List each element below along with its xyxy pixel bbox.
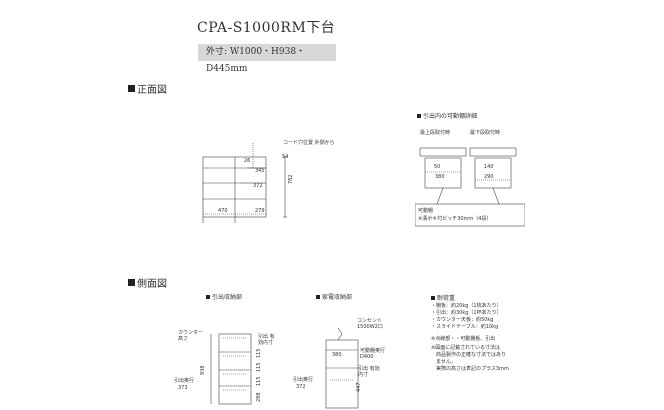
cabinet-outline <box>202 156 267 218</box>
appliance-inner-label: 引出 有効内寸 <box>358 366 380 378</box>
heading-marker-icon <box>417 113 421 118</box>
drawer-storage-heading-text: 引出収納部 <box>212 294 243 301</box>
dim-right-2: 115 <box>256 376 262 386</box>
appliance-side-drawing <box>325 327 359 409</box>
cord-hole-note: コード穴位置 外側から <box>283 140 335 146</box>
dim-447: 447 <box>356 382 362 392</box>
dim-26: 26 <box>244 158 251 164</box>
load-capacity-list: ・棚板：約20kg（1枚あたり） ・引出：約30kg（1杯あたり） ・カウンター… <box>431 303 509 373</box>
drawer-inner-label: 引出 有効内寸 <box>258 334 275 346</box>
dim-470: 470 <box>218 208 228 214</box>
heading-marker-icon <box>128 279 135 286</box>
drawer-pull-depth-label: 引出奥行 <box>174 378 195 384</box>
heading-marker-icon <box>128 85 135 92</box>
spec-line: ・棚板：約20kg（1枚あたり） <box>431 303 502 309</box>
dim-782: 782 <box>288 174 294 184</box>
movable-shelf-note-body: ※溝ボキ付ピッチ30mm（4段） <box>418 216 492 222</box>
heading-marker-icon <box>431 295 435 300</box>
outlet-label: コンセント 1500W2口 <box>357 318 383 330</box>
bottom-install-label: 最下段取付時 <box>470 130 501 136</box>
side-view-heading-text: 側面図 <box>137 279 167 290</box>
appliance-storage-heading-text: 家電収納部 <box>322 294 353 301</box>
shelf-depth-label: 可動棚奥行 <box>360 348 386 354</box>
spec-line: ・カウンター天板：約50kg <box>431 317 494 323</box>
dimensions-label: 外寸: W1000・H938・D445mm <box>198 44 336 74</box>
drawer-storage-heading: 引出収納部 <box>206 292 242 301</box>
dim-380: 380 <box>435 174 445 180</box>
spec-line: 実際の高さは表記のプラス3mm <box>431 366 509 372</box>
dim-380-side: 380 <box>332 352 342 358</box>
drawer-side-drawing <box>210 333 252 405</box>
product-title: CPA-S1000RM下台 <box>197 20 336 36</box>
heading-marker-icon <box>206 294 210 299</box>
spec-line: ※点線部・・可動棚板、引出 <box>431 336 496 342</box>
load-capacity-heading: 耐荷重 <box>431 293 455 302</box>
spec-line: ません。 <box>431 359 456 365</box>
dim-938: 938 <box>200 365 206 375</box>
front-view-heading: 正面図 <box>128 81 167 96</box>
dim-290: 290 <box>484 174 494 180</box>
load-capacity-heading-text: 耐荷重 <box>437 295 456 302</box>
spec-line: ・引出：約30kg（1杯あたり） <box>431 310 502 316</box>
appliance-storage-heading: 家電収納部 <box>316 292 352 301</box>
side-view-heading: 側面図 <box>128 275 167 290</box>
dim-right-1: 115 <box>256 362 262 372</box>
dim-373: 373 <box>178 385 188 391</box>
front-view-drawing <box>202 143 287 223</box>
spec-line: ※図面に記載されている寸法は <box>431 345 501 351</box>
spec-line: 商品製作の正確な寸法ではあり <box>431 352 507 358</box>
shelf-depth-value: D400 <box>360 354 374 360</box>
front-view-heading-text: 正面図 <box>137 85 167 96</box>
heading-marker-icon <box>316 294 320 299</box>
dim-right-3: 288 <box>256 392 262 402</box>
drawer-detail-heading-text: 引出内の可動棚詳細 <box>423 113 478 120</box>
top-install-label: 最上段取付時 <box>420 130 451 136</box>
dim-right-0: 115 <box>256 348 262 358</box>
dim-50: 50 <box>434 164 441 170</box>
dim-372-side: 372 <box>296 384 306 390</box>
dim-54: 54 <box>282 154 289 160</box>
pull-depth-label: 引出奥行 <box>293 377 314 383</box>
dim-140: 140 <box>484 164 494 170</box>
movable-shelf-note-title: 可動棚 <box>418 208 434 214</box>
spec-line: ・スライドテーブル：約10kg <box>431 324 499 330</box>
drawer-detail-heading: 引出内の可動棚詳細 <box>417 111 477 120</box>
dim-345: 345 <box>255 168 265 174</box>
counter-height-label: カウンター 高さ <box>178 330 204 342</box>
drawer-detail-drawing <box>415 147 525 227</box>
dim-372: 372 <box>253 183 263 189</box>
dim-279: 279 <box>255 208 265 214</box>
